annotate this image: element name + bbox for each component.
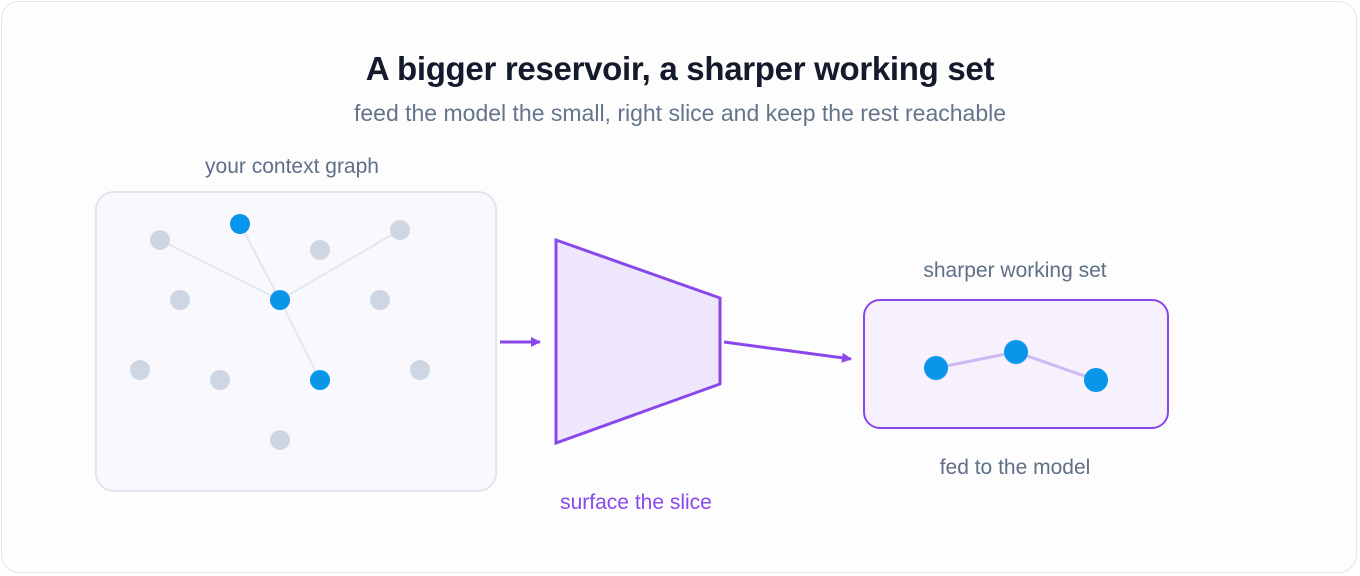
active-node [310,370,330,390]
active-node [270,290,290,310]
working-set-nodes [924,340,1108,392]
model-label: fed to the model [939,456,1091,479]
inactive-nodes [130,220,430,450]
working-node [1004,340,1028,364]
graph-node [410,360,430,380]
page-subtitle: feed the model the small, right slice an… [353,100,1007,126]
graph-node [210,370,230,390]
working-node [924,356,948,380]
working-edge [935,350,1017,370]
slice-funnel [554,237,722,446]
working-edge [1015,350,1097,382]
active-node [230,214,250,234]
graph-edge [239,223,281,301]
working-node [1084,368,1108,392]
graph-edge [279,229,401,301]
graph-node [170,290,190,310]
graph-edges [159,223,401,381]
graph-node [370,290,390,310]
graph-node [310,240,330,260]
working-set-edges [935,350,1097,382]
graph-edge [159,239,281,301]
graph-node [390,220,410,240]
graph-node [150,230,170,250]
context-graph-panel [95,191,497,492]
funnel-label: surface the slice [560,491,712,514]
graph-node [270,430,290,450]
working-set-label: sharper working set [923,259,1107,282]
graph-edge [279,299,321,381]
arrow-right-icon [723,340,852,363]
active-nodes [230,214,330,390]
page-title: A bigger reservoir, a sharper working se… [365,50,995,87]
graph-label: your context graph [205,155,379,178]
graph-node [130,360,150,380]
